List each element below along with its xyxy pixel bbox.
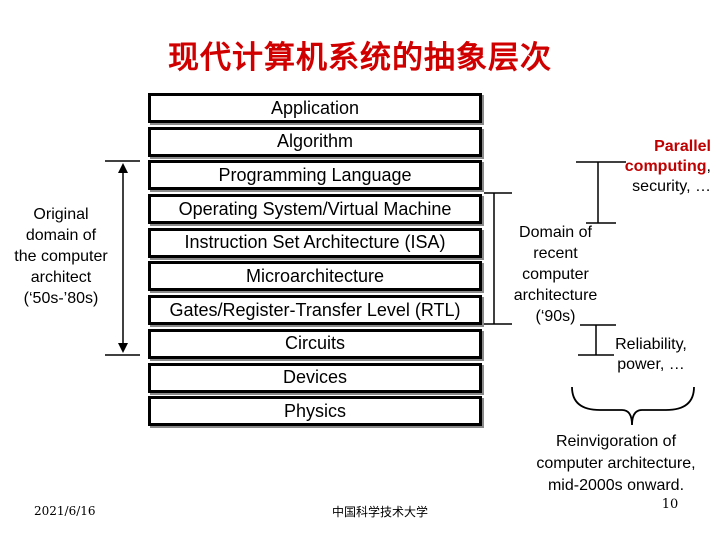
- original-domain-line: the computer: [14, 248, 108, 265]
- footer-date: 2021/6/16: [34, 504, 96, 518]
- footer-institution: 中国科学技术大学: [331, 505, 428, 519]
- reinvigoration-line: Reinvigoration of: [555, 433, 677, 450]
- parallel-line: computing,: [586, 157, 711, 177]
- recent-domain-line: computer: [522, 266, 589, 283]
- parallel-line: security, …: [632, 178, 711, 195]
- reinvigoration-brace: [571, 386, 695, 426]
- slide-title: 现代计算机系统的抽象层次: [168, 40, 552, 76]
- layer-circuits: Circuits: [148, 328, 482, 359]
- reinvigoration-line: computer architecture,: [536, 455, 696, 472]
- layer-programming-language: Programming Language: [148, 160, 482, 191]
- parallel-comma: ,: [706, 158, 711, 175]
- page-number: 10: [661, 497, 679, 512]
- original-domain-label: Original domain of the computer architec…: [2, 204, 120, 309]
- layer-operating-system: Operating System/Virtual Machine: [148, 194, 482, 225]
- parallel-computing-label: Parallel computing, security, …: [586, 137, 711, 197]
- recent-domain-line: Domain of: [519, 224, 592, 241]
- original-domain-line: domain of: [25, 227, 97, 244]
- abstraction-layer-stack: Application Algorithm Programming Langua…: [148, 93, 482, 430]
- original-domain-line: architect: [30, 269, 92, 286]
- parallel-computing-word: computing: [624, 158, 707, 175]
- original-domain-line: Original: [33, 206, 89, 223]
- reinvigoration-line: mid-2000s onward.: [547, 477, 685, 494]
- reliability-line: Reliability,: [615, 336, 687, 353]
- reinvigoration-label: Reinvigoration of computer architecture,…: [512, 431, 720, 497]
- layer-application: Application: [148, 93, 482, 123]
- recent-domain-line: architecture: [513, 287, 598, 304]
- layer-algorithm: Algorithm: [148, 126, 482, 157]
- layer-isa: Instruction Set Architecture (ISA): [148, 227, 482, 258]
- reliability-line: power, …: [617, 356, 685, 373]
- layer-physics: Physics: [148, 396, 482, 427]
- layer-rtl: Gates/Register-Transfer Level (RTL): [148, 295, 482, 326]
- parallel-line: Parallel: [654, 138, 711, 155]
- recent-domain-label: Domain of recent computer architecture (…: [498, 222, 613, 327]
- layer-microarchitecture: Microarchitecture: [148, 261, 482, 292]
- recent-domain-line: recent: [533, 245, 578, 262]
- reliability-label: Reliability, power, …: [596, 335, 706, 375]
- layer-devices: Devices: [148, 362, 482, 393]
- original-domain-line: (‘50s-’80s): [23, 290, 99, 307]
- recent-domain-line: (‘90s): [535, 308, 576, 325]
